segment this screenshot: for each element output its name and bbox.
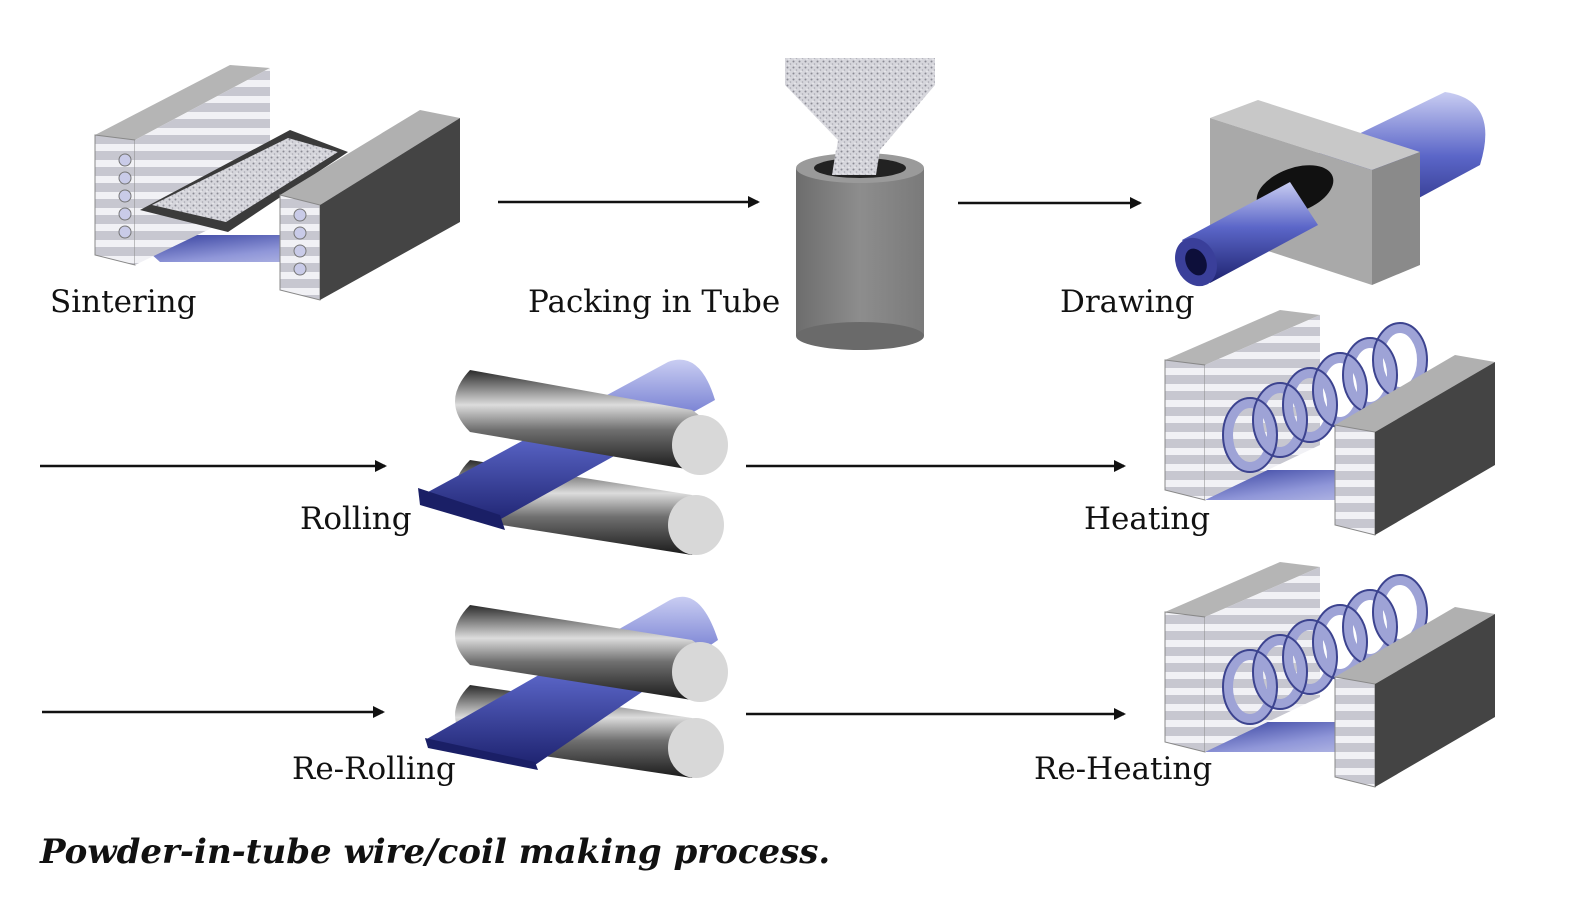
reheating-furnace-illustration — [1164, 562, 1495, 788]
label-reheating: Re-Heating — [1034, 751, 1213, 787]
packing-tube-illustration — [785, 58, 935, 350]
sintering-furnace-illustration — [94, 65, 460, 301]
label-rerolling: Re-Rolling — [292, 751, 456, 787]
rerolling-mill-illustration — [425, 596, 728, 778]
label-heating: Heating — [1084, 501, 1211, 537]
label-rolling: Rolling — [300, 501, 412, 537]
rolling-mill-illustration — [418, 359, 728, 555]
label-packing-in-tube: Packing in Tube — [528, 284, 781, 320]
label-sintering: Sintering — [50, 284, 197, 320]
figure-caption: Powder-in-tube wire/coil making process. — [40, 832, 831, 872]
label-drawing: Drawing — [1060, 284, 1195, 320]
drawing-die-illustration — [1175, 92, 1486, 287]
heating-furnace-illustration — [1164, 310, 1495, 536]
